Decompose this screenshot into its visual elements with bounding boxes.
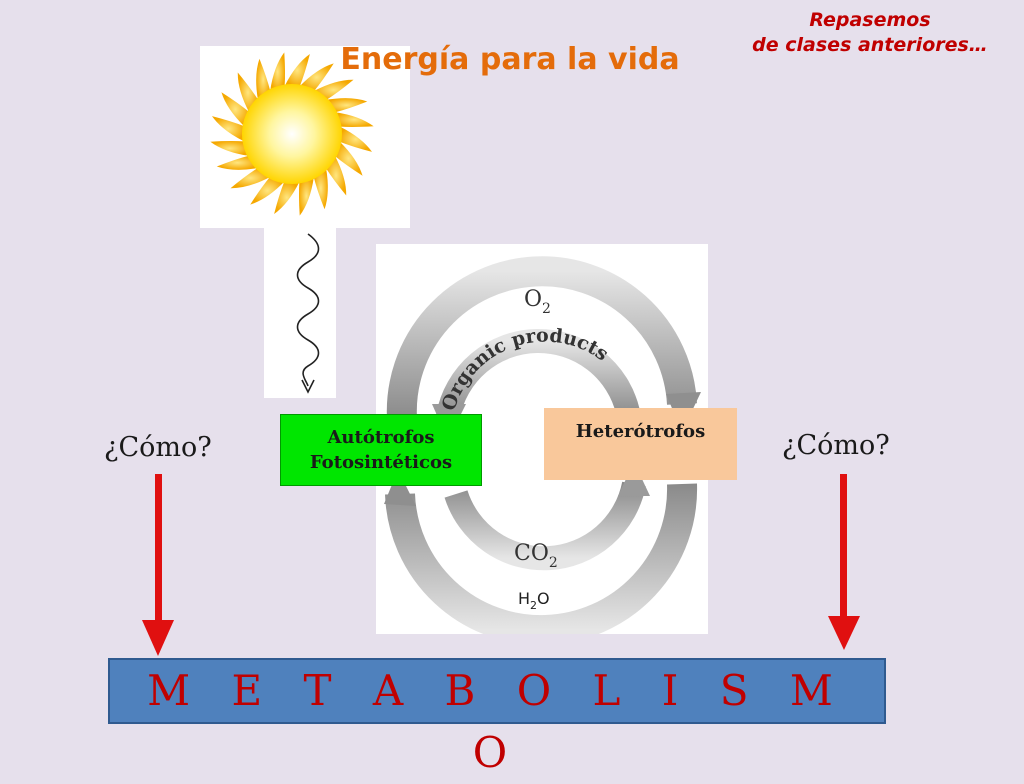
sun-ray	[325, 98, 368, 113]
sun-ray	[230, 167, 271, 189]
sun-ray	[210, 140, 250, 156]
autotrophs-line-1: Autótrofos	[327, 427, 435, 448]
down-arrow-left-icon	[142, 474, 174, 656]
sun-ray	[339, 126, 373, 152]
sun-icon	[210, 52, 374, 216]
sun-ray	[274, 181, 300, 215]
sun-ray	[216, 155, 259, 170]
heterotrophs-box: Heterótrofos	[544, 408, 737, 480]
sun-image	[200, 46, 410, 228]
sun-ray	[334, 141, 363, 176]
sun-ray	[221, 92, 250, 127]
co2-label: CO2	[514, 541, 558, 571]
review-line-2: de clases anteriores…	[752, 34, 988, 56]
autotrophs-line-2: Fotosintéticos	[309, 452, 453, 473]
sun-ray	[325, 155, 347, 196]
how-label-right: ¿Cómo?	[782, 430, 890, 461]
o2-label: O2	[524, 287, 551, 317]
sun-ray	[256, 58, 271, 101]
sun-ray	[298, 176, 314, 216]
review-note: Repasemos de clases anteriores…	[720, 8, 1020, 58]
sun-ray	[334, 112, 374, 128]
light-wave-image	[264, 228, 336, 398]
how-label-left: ¿Cómo?	[104, 432, 212, 463]
sun-ray	[284, 53, 310, 87]
sun-ray	[237, 72, 259, 113]
sun-ray	[313, 167, 328, 210]
sun-ray	[211, 116, 245, 142]
metabolism-banner: M E T A B O L I S M O	[108, 658, 886, 777]
sun-ray	[313, 79, 354, 101]
cycle-diagram: O2 Organic products CO2 H2O	[376, 244, 708, 646]
down-arrow-right-icon	[828, 474, 860, 650]
review-line-1: Repasemos	[809, 9, 931, 31]
h2o-label: H2O	[518, 589, 550, 612]
page-title: Energía para la vida	[340, 42, 680, 77]
light-wave-icon	[296, 233, 320, 394]
heterotrophs-label: Heterótrofos	[575, 421, 706, 442]
sun-ray	[299, 63, 334, 92]
sun-ray	[270, 52, 286, 92]
metabolism-label: M E T A B O L I S M O	[147, 666, 847, 777]
sun-ray	[250, 176, 285, 205]
autotrophs-box: Autótrofos Fotosintéticos	[280, 414, 482, 486]
